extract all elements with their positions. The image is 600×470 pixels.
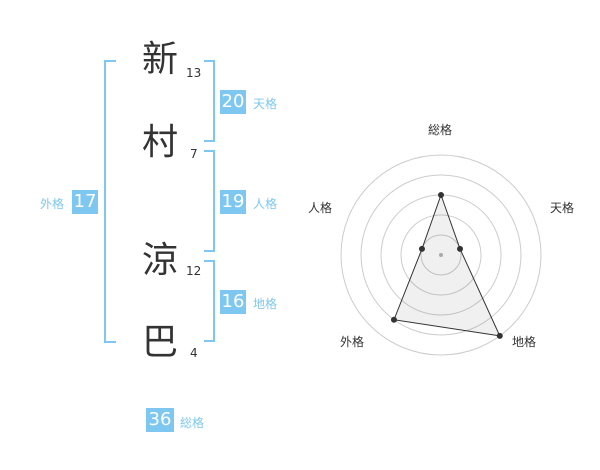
radar-point-1 (438, 192, 444, 198)
radar-center-dot (439, 253, 443, 257)
chikaku-value: 16 (220, 290, 246, 314)
tenkaku-label: 天格 (253, 97, 278, 111)
jinkaku-bracket (204, 150, 215, 252)
jinkaku-label: 人格 (253, 197, 278, 211)
radar-axis-label-jinkaku: 人格 (308, 201, 333, 215)
gaikaku-label: 外格 (40, 197, 65, 211)
name-char-3: 涼 (141, 240, 178, 281)
soukaku-value: 36 (146, 408, 174, 432)
name-char-4: 巴 (141, 322, 178, 363)
jinkaku-value: 19 (220, 190, 246, 214)
name-char-1: 新 (141, 39, 178, 80)
gaikaku-bracket (104, 60, 116, 343)
name-char-2: 村 (141, 122, 178, 163)
radar-point-4 (390, 316, 397, 323)
radar-point-2 (457, 245, 464, 252)
stroke-count-4: 4 (190, 346, 198, 360)
radar-ring (340, 154, 542, 356)
tenkaku-value: 20 (220, 90, 246, 114)
radar-ring (360, 174, 522, 336)
chikaku-label: 地格 (253, 297, 278, 311)
stroke-count-2: 7 (190, 147, 198, 161)
radar-axis-label-tenkaku: 天格 (550, 201, 575, 215)
radar-axis-label-chikaku: 地格 (512, 335, 537, 349)
radar-ring (400, 214, 482, 296)
radar-ring (420, 234, 462, 276)
radar-axis-label-soukaku: 総格 (428, 123, 453, 137)
gaikaku-value: 17 (72, 190, 98, 214)
radar-point-5 (418, 245, 425, 252)
stroke-count-3: 12 (186, 264, 202, 278)
tenkaku-bracket (204, 60, 215, 142)
soukaku-label: 総格 (180, 416, 205, 430)
chikaku-bracket (204, 260, 215, 342)
radar-axis-label-gaikaku: 外格 (340, 335, 365, 349)
stroke-count-1: 13 (186, 66, 202, 80)
radar-point-3 (496, 332, 503, 339)
radar-series-polygon (393, 193, 501, 337)
